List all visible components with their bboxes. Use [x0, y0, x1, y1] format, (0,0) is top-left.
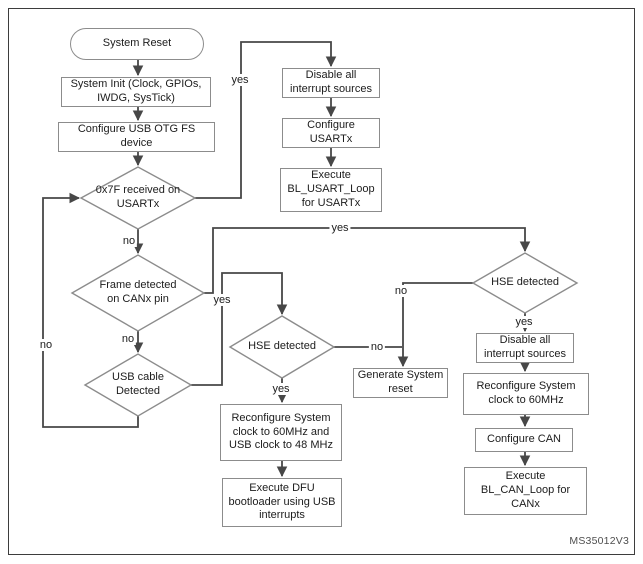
process-execute-dfu: Execute DFU bootloader using USB interru… — [222, 478, 342, 527]
process-reconfigure-clock-can: Reconfigure System clock to 60MHz — [463, 373, 589, 415]
process-disable-interrupts-can: Disable all interrupt sources — [476, 333, 574, 363]
process-generate-system-reset: Generate System reset — [353, 368, 448, 398]
node-label: device — [120, 137, 153, 149]
decision-0x7f-usart-diamond — [79, 166, 197, 230]
process-execute-bl-can-loop: Execute BL_CAN_Loop for CANx — [464, 467, 587, 515]
node-label: Disable all — [499, 334, 551, 347]
node-label: bootloader using USB — [228, 495, 336, 508]
decision-frame-canx-diamond — [70, 254, 206, 332]
node-label: USB clock to 48 MHz — [229, 439, 333, 452]
node-label: Execute — [505, 470, 546, 483]
terminator-system-reset: System Reset — [70, 28, 204, 60]
edge-label-hse-usb-no: no — [368, 341, 386, 353]
node-label: interrupt sources — [290, 83, 372, 95]
node-label: for USARTx — [301, 196, 361, 209]
process-configure-usb-otg: Configure USB OTG FS device — [58, 122, 215, 152]
node-label: interrupt sources — [484, 348, 566, 360]
connector-usbcable-yes-to-hseusb — [191, 272, 288, 386]
node-label: Configure CAN — [487, 433, 561, 446]
node-label: BL_USART_Loop — [287, 183, 375, 196]
decision-usb-cable-diamond — [83, 353, 193, 417]
node-label: Configure — [307, 119, 355, 132]
connector-framecheck-yes-to-hsecan — [204, 227, 531, 294]
node-label: System Reset — [102, 37, 172, 50]
figure-code: MS35012V3 — [569, 535, 629, 547]
edge-label-hse-usb-yes: yes — [270, 383, 292, 395]
node-label: reset — [388, 383, 413, 395]
edge-label-canline-yes: yes — [329, 222, 351, 234]
node-label: Disable all — [305, 69, 357, 82]
process-disable-interrupts-usart: Disable all interrupt sources — [282, 68, 380, 98]
connector-hsecan-no-to-reset — [397, 282, 473, 368]
process-configure-can: Configure CAN — [475, 428, 573, 452]
node-label: Generate System — [357, 369, 444, 382]
edge-label-hse-can-yes: yes — [513, 316, 535, 328]
node-label: USARTx — [309, 133, 353, 145]
node-label: clock to 60MHz — [488, 394, 564, 406]
node-label: Execute — [311, 169, 351, 182]
edge-label-frame-yes: yes — [211, 294, 233, 306]
edge-label-usb-no-loop: no — [37, 339, 55, 351]
node-label: interrupts — [259, 509, 305, 522]
decision-hse-usb-diamond — [228, 315, 336, 379]
process-reconfigure-clock-usb: Reconfigure System clock to 60MHz and US… — [220, 404, 342, 461]
node-label: IWDG, SysTick) — [97, 92, 175, 104]
decision-hse-can-diamond — [471, 252, 579, 314]
edge-label-usart-yes: yes — [229, 74, 251, 86]
node-label: clock to 60MHz and — [232, 425, 330, 438]
node-label: Configure USB OTG FS — [77, 123, 196, 136]
node-label: BL_CAN_Loop for — [480, 484, 571, 497]
node-label: Execute DFU — [249, 481, 315, 494]
edge-label-usart-no: no — [120, 235, 138, 247]
node-label: Reconfigure System — [476, 380, 576, 393]
process-execute-bl-usart-loop: Execute BL_USART_Loop for USARTx — [280, 168, 382, 212]
process-configure-usartx: Configure USARTx — [282, 118, 380, 148]
edge-label-hse-can-no: no — [392, 285, 410, 297]
node-label: System Init (Clock, GPIOs, — [70, 78, 202, 91]
process-system-init: System Init (Clock, GPIOs, IWDG, SysTick… — [61, 77, 211, 107]
node-label: CANx — [511, 497, 540, 510]
connector-usartcheck-yes — [195, 41, 337, 199]
connector-usbcable-no-loop — [42, 192, 139, 428]
edge-label-frame-no: no — [119, 333, 137, 345]
node-label: Reconfigure System — [231, 411, 331, 424]
